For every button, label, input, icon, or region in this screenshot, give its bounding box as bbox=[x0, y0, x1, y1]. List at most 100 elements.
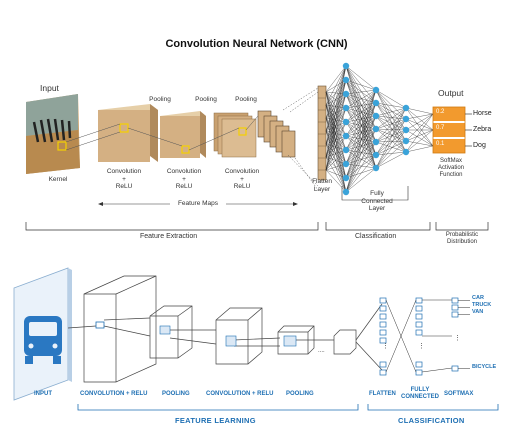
fc-edge bbox=[375, 102, 407, 120]
fc-edge bbox=[325, 79, 347, 145]
fc-node bbox=[342, 104, 350, 112]
fc-edge bbox=[345, 115, 377, 123]
fc-edge bbox=[375, 140, 407, 156]
conv-label-1: Convolution+ReLU bbox=[106, 168, 142, 190]
fc-edge bbox=[325, 143, 347, 193]
fc-edge bbox=[345, 79, 377, 169]
output-prob-3: 0.1 bbox=[436, 141, 445, 147]
fc-edge bbox=[375, 151, 407, 169]
fc-edge bbox=[405, 113, 434, 131]
fc-cell bbox=[415, 305, 423, 312]
fc-node bbox=[372, 99, 380, 107]
fc-edge bbox=[345, 102, 377, 151]
fc-edge bbox=[325, 65, 347, 93]
fc-edge bbox=[345, 135, 377, 156]
fc-edge bbox=[405, 118, 434, 147]
fc-edge bbox=[325, 91, 347, 193]
fc-edge bbox=[345, 128, 377, 179]
fc-edge bbox=[345, 115, 377, 165]
fc-edge bbox=[345, 89, 377, 109]
fc-edge bbox=[345, 141, 377, 165]
fc-edge bbox=[325, 79, 347, 106]
fc-node bbox=[402, 104, 410, 112]
fc-edge bbox=[345, 65, 377, 117]
fc-edge bbox=[405, 129, 434, 142]
fc-edge bbox=[375, 115, 407, 142]
fc-edge bbox=[325, 121, 347, 171]
section-classification-bottom: CLASSIFICATION bbox=[398, 416, 465, 425]
softmax-cell bbox=[451, 311, 459, 318]
fc-edge bbox=[345, 79, 377, 104]
fc-edge bbox=[345, 141, 377, 179]
fc-edge bbox=[345, 93, 377, 156]
fc-edge bbox=[345, 93, 377, 104]
fc-edge bbox=[325, 117, 347, 193]
flatten-cell bbox=[379, 329, 387, 336]
fc-edge bbox=[345, 163, 377, 169]
fc-edge bbox=[345, 115, 377, 193]
fc-edge bbox=[375, 118, 407, 156]
fc-edge bbox=[345, 102, 377, 137]
fc-node bbox=[402, 115, 410, 123]
output-prob-1: 0.2 bbox=[436, 109, 445, 115]
fc-edge bbox=[325, 135, 347, 145]
conv-block-3 bbox=[213, 112, 257, 158]
fc-edge bbox=[325, 91, 347, 109]
fc-node bbox=[372, 164, 380, 172]
output-boxes bbox=[432, 106, 466, 154]
fc-edge bbox=[375, 128, 407, 131]
pooling-label-1: Pooling bbox=[149, 96, 171, 103]
fc-edge bbox=[375, 89, 407, 142]
fc-edge bbox=[345, 65, 377, 130]
fc-edge bbox=[345, 128, 377, 193]
flatten-cell bbox=[379, 361, 387, 368]
fc-edge bbox=[405, 140, 434, 147]
fc-edge bbox=[325, 117, 347, 123]
ellipsis-dots: ⋮ bbox=[454, 335, 461, 342]
fc-cell bbox=[415, 313, 423, 320]
flatten-cell bbox=[379, 305, 387, 312]
fc-edge bbox=[345, 79, 377, 143]
fc-edge bbox=[345, 93, 377, 130]
fc-node bbox=[372, 86, 380, 94]
fc-edge bbox=[375, 118, 407, 130]
fc-edge bbox=[375, 89, 407, 120]
fc-edge bbox=[405, 113, 434, 153]
fc-edge bbox=[375, 102, 407, 142]
fc-edge bbox=[375, 118, 407, 169]
fc-edge bbox=[325, 169, 347, 179]
bottom-pool2-label: POOLING bbox=[286, 391, 314, 397]
fc-edge bbox=[325, 135, 347, 171]
fc-edge bbox=[325, 93, 347, 132]
fc-edge bbox=[345, 89, 377, 137]
flatten-cell bbox=[379, 313, 387, 320]
fc-edge bbox=[325, 149, 347, 171]
flatten-cell bbox=[379, 321, 387, 328]
fc-edge bbox=[325, 143, 347, 165]
pool-stack bbox=[257, 110, 296, 158]
fc-node bbox=[402, 148, 410, 156]
fc-edge bbox=[345, 79, 377, 156]
fc-edge bbox=[345, 89, 377, 193]
conv-block-2 bbox=[160, 111, 206, 158]
fc-edge bbox=[375, 89, 407, 153]
fc-edge bbox=[345, 115, 377, 137]
fc-edge bbox=[325, 104, 347, 193]
fc-node bbox=[372, 151, 380, 159]
fc-edge bbox=[325, 91, 347, 165]
fc-edge bbox=[375, 102, 407, 153]
conv-label-2: Convolution+ReLU bbox=[166, 168, 202, 190]
bottom-conv2-label: CONVOLUTION + RELU bbox=[206, 391, 274, 397]
bottom-pool1-label: POOLING bbox=[162, 391, 190, 397]
fc-edge bbox=[405, 113, 434, 120]
fc-edge bbox=[325, 135, 347, 158]
fc-edge bbox=[325, 107, 347, 171]
fc-edge bbox=[405, 107, 434, 131]
softmax-cell bbox=[451, 365, 459, 372]
fc-edge bbox=[345, 107, 377, 169]
fc-edge bbox=[345, 89, 377, 123]
bottom-softmax-label: SOFTMAX bbox=[444, 391, 474, 397]
fc-edge bbox=[345, 102, 377, 123]
